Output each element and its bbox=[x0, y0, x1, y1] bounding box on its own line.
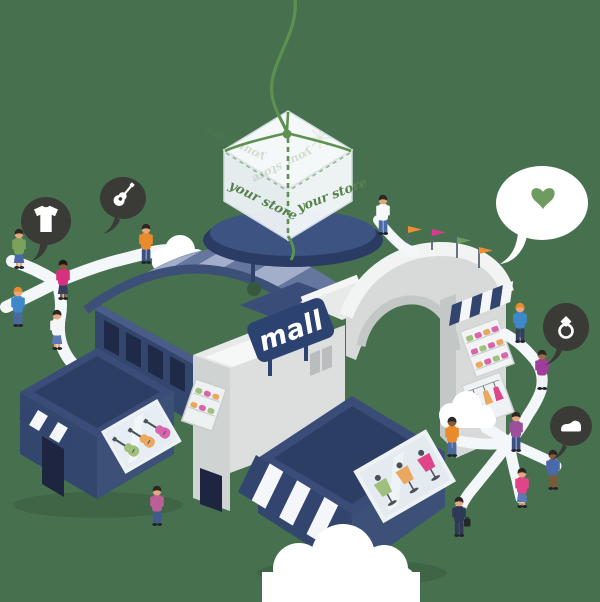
heart-icon bbox=[531, 188, 555, 210]
guitar-items bbox=[111, 418, 171, 457]
ring-icon bbox=[558, 316, 574, 339]
cloud-bottom bbox=[262, 524, 420, 602]
shelf-item bbox=[492, 355, 500, 362]
kiosk-door bbox=[200, 468, 222, 512]
speech-bubble-guitar bbox=[100, 177, 146, 234]
person bbox=[11, 286, 25, 327]
rooftop-plant bbox=[247, 282, 261, 296]
guitar-shop-door bbox=[42, 436, 64, 497]
display-item bbox=[198, 404, 206, 411]
guitar-shop-window bbox=[100, 398, 182, 474]
shelf-item bbox=[470, 348, 479, 355]
display-item bbox=[190, 401, 198, 409]
person bbox=[12, 228, 26, 269]
person bbox=[546, 449, 560, 490]
display-item bbox=[212, 393, 220, 400]
guitar-shop bbox=[13, 348, 183, 518]
person bbox=[50, 309, 64, 350]
shelf-item bbox=[482, 328, 491, 336]
cube-top-starburst bbox=[309, 127, 331, 149]
path-segment bbox=[499, 328, 522, 347]
mannequin bbox=[373, 474, 397, 506]
flag bbox=[407, 226, 422, 247]
guitar bbox=[111, 436, 140, 457]
mannequin bbox=[395, 462, 419, 494]
mannequin bbox=[417, 449, 441, 481]
shelf-item bbox=[475, 361, 483, 368]
speech-bubble-ring bbox=[543, 303, 589, 365]
guitar-shop-roof-inner bbox=[34, 356, 160, 428]
rear-roof-band bbox=[300, 274, 360, 304]
speech-bubble-shoe bbox=[550, 406, 592, 460]
person bbox=[376, 194, 390, 235]
shelf-item bbox=[491, 325, 499, 333]
path-segment bbox=[510, 335, 548, 396]
shoe-icon bbox=[561, 420, 581, 432]
person bbox=[139, 223, 153, 264]
shelf-item bbox=[496, 339, 504, 346]
hanging-store-box: your store your store your store your st… bbox=[202, 0, 419, 267]
shelf-item bbox=[474, 332, 482, 339]
mall-kiosk-building: mall bbox=[180, 274, 398, 512]
shelf-item bbox=[484, 358, 492, 365]
person bbox=[509, 411, 523, 452]
shelf-item bbox=[487, 342, 496, 349]
person bbox=[515, 467, 529, 508]
people-layer bbox=[11, 194, 560, 537]
tshirt-icon bbox=[34, 205, 58, 232]
gift-ribbon bbox=[224, 0, 352, 261]
shelf-item bbox=[466, 335, 474, 342]
kiosk-display-items bbox=[188, 387, 221, 417]
shop-shadow bbox=[13, 492, 183, 518]
person bbox=[452, 496, 471, 537]
display-item bbox=[207, 407, 215, 414]
arch-top-face bbox=[339, 241, 514, 319]
arch-storefront bbox=[449, 281, 515, 427]
guitar-icon bbox=[113, 182, 135, 206]
ribbon-knot bbox=[282, 129, 292, 139]
shelf-items bbox=[466, 325, 510, 371]
person bbox=[150, 485, 164, 526]
speech-bubble-heart bbox=[496, 166, 588, 264]
hanging-string bbox=[269, 0, 297, 133]
roof-flags bbox=[407, 226, 493, 268]
shelf-item bbox=[501, 352, 509, 359]
storefront-awning bbox=[449, 281, 514, 326]
person bbox=[513, 302, 527, 343]
guitar-shop-awning bbox=[19, 404, 76, 448]
flag bbox=[431, 229, 446, 250]
person bbox=[445, 416, 459, 457]
speech-bubble-tshirt bbox=[21, 197, 71, 261]
guitar bbox=[143, 418, 171, 439]
warehouse-parapet bbox=[95, 302, 193, 364]
shelf-item bbox=[479, 345, 487, 352]
display-item bbox=[195, 387, 203, 394]
warehouse-windows bbox=[104, 320, 185, 392]
clothing-shop-window bbox=[353, 429, 457, 524]
flag bbox=[478, 247, 493, 268]
mannequin-items bbox=[373, 449, 441, 506]
dress bbox=[493, 381, 504, 402]
person bbox=[56, 259, 70, 300]
guitar bbox=[127, 427, 155, 448]
clothing-shop-roof-inner bbox=[274, 406, 429, 504]
dress bbox=[482, 385, 494, 405]
display-item bbox=[203, 390, 211, 397]
kiosk-display-case bbox=[180, 378, 228, 432]
path-segment bbox=[453, 435, 515, 450]
flag bbox=[456, 237, 471, 258]
kiosk-windows bbox=[310, 345, 332, 376]
